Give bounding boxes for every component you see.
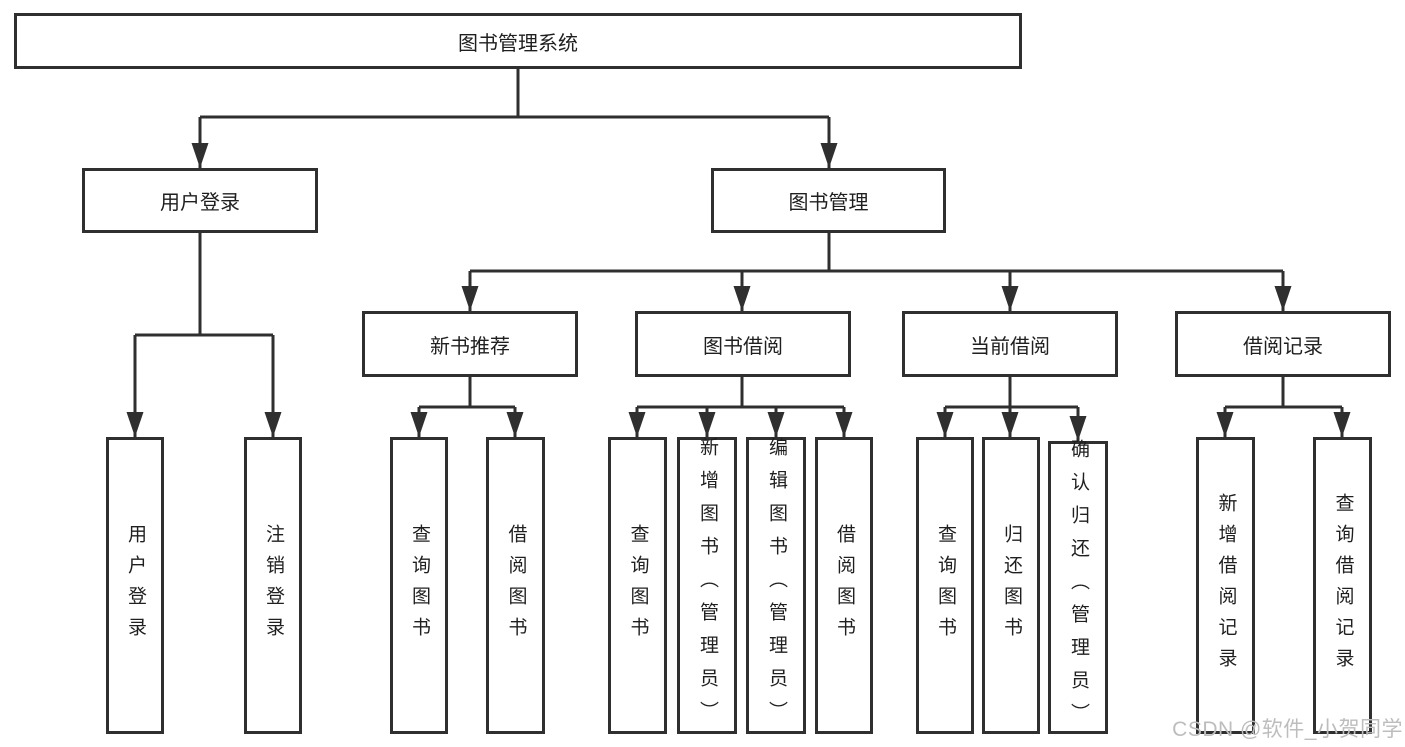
arrow-icon	[1069, 416, 1087, 441]
arrow-icon	[1216, 412, 1234, 437]
arrow-icon	[264, 412, 282, 437]
leaf-add-books-admin: 新增图书（管理员）	[677, 437, 737, 734]
node-label: 查询借阅记录	[1332, 492, 1354, 679]
node-label: 注销登录	[262, 523, 284, 648]
node-label: 归还图书	[1000, 523, 1022, 648]
node-label: 图书管理	[788, 192, 869, 214]
arrow-icon	[126, 412, 144, 437]
node-label: 借阅图书	[505, 523, 527, 648]
node-label: 查询图书	[408, 523, 430, 648]
node-book-borrow: 图书借阅	[635, 311, 851, 377]
leaf-add-borrow-record: 新增借阅记录	[1196, 437, 1255, 734]
node-label: 用户登录	[124, 523, 146, 648]
leaf-return-books: 归还图书	[982, 437, 1040, 734]
leaf-edit-books-admin: 编辑图书（管理员）	[746, 437, 806, 734]
node-borrow-records: 借阅记录	[1175, 311, 1391, 377]
arrow-icon	[1274, 286, 1292, 311]
arrow-icon	[835, 412, 853, 437]
arrow-icon	[461, 286, 479, 311]
leaf-query-books-current: 查询图书	[916, 437, 974, 734]
node-root: 图书管理系统	[14, 13, 1022, 69]
arrow-icon	[820, 143, 838, 168]
node-label: 新书推荐	[430, 335, 510, 358]
leaf-query-books-borrow: 查询图书	[608, 437, 667, 734]
node-label: 确认归还（管理员）	[1067, 439, 1089, 736]
arrow-icon	[191, 143, 209, 168]
leaf-query-borrow-record: 查询借阅记录	[1313, 437, 1372, 734]
arrow-icon	[936, 412, 954, 437]
node-label: 当前借阅	[970, 335, 1050, 358]
node-current-borrow: 当前借阅	[902, 311, 1118, 377]
node-user-login: 用户登录	[82, 168, 318, 233]
node-book-management: 图书管理	[711, 168, 946, 233]
arrow-icon	[733, 286, 751, 311]
node-label: 借阅图书	[833, 523, 855, 648]
arrow-icon	[698, 412, 716, 437]
node-label: 新增借阅记录	[1215, 492, 1237, 679]
node-new-book-recommend: 新书推荐	[362, 311, 578, 377]
connector-path	[133, 69, 1344, 441]
leaf-logout: 注销登录	[244, 437, 302, 734]
leaf-borrow-books-recommend: 借阅图书	[486, 437, 545, 734]
arrow-icon	[506, 412, 524, 437]
arrow-icon	[1001, 286, 1019, 311]
leaf-confirm-return-admin: 确认归还（管理员）	[1048, 439, 1108, 736]
leaf-query-books-recommend: 查询图书	[390, 437, 448, 734]
node-label: 查询图书	[934, 523, 956, 648]
node-label: 查询图书	[627, 523, 649, 648]
node-label: 编辑图书（管理员）	[765, 437, 787, 734]
arrow-icon	[628, 412, 646, 437]
arrowheads	[126, 143, 1351, 441]
leaf-user-login: 用户登录	[106, 437, 164, 734]
csdn-watermark: CSDN @软件_小贺同学	[1172, 718, 1403, 741]
node-label: 用户登录	[160, 192, 240, 214]
arrow-icon	[767, 412, 785, 437]
node-label: 图书管理系统	[458, 32, 578, 55]
node-label: 新增图书（管理员）	[696, 437, 718, 734]
arrow-icon	[410, 412, 428, 437]
arrow-icon	[1001, 412, 1019, 437]
node-label: 图书借阅	[703, 335, 783, 358]
arrow-icon	[1333, 412, 1351, 437]
node-label: 借阅记录	[1243, 335, 1323, 358]
leaf-borrow-books: 借阅图书	[815, 437, 873, 734]
